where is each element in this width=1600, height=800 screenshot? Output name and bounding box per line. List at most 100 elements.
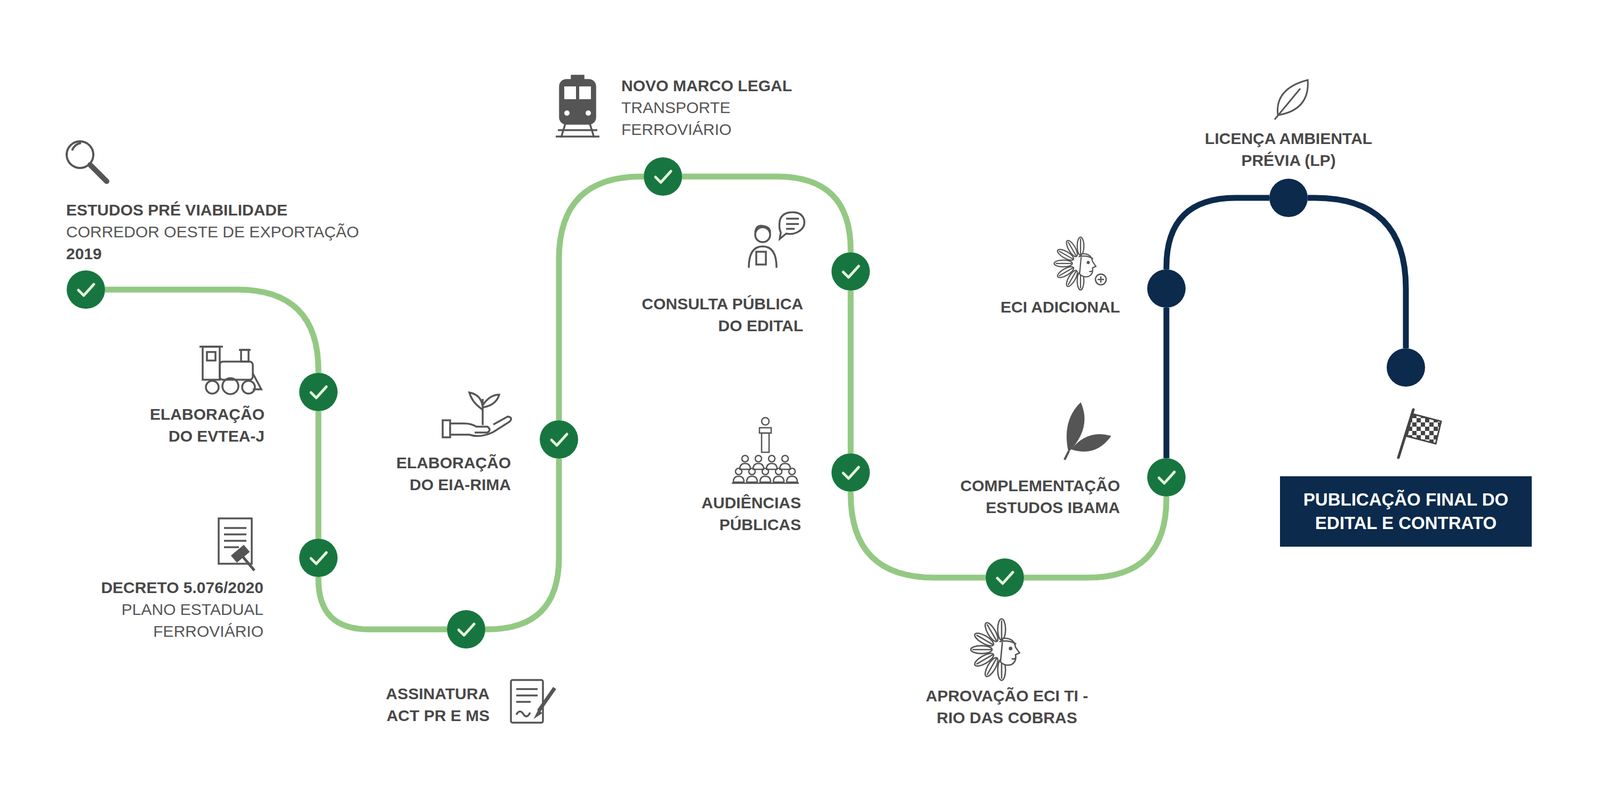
check-mark-stroke: [78, 284, 94, 296]
leaf-icon: [1274, 80, 1308, 120]
audience-icon-part: [759, 427, 772, 434]
milestone-node: LICENÇA AMBIENTAL PRÉVIA (LP): [1269, 178, 1308, 218]
steam-train-icon: [199, 346, 262, 395]
indigenous-head-plus-icon: [1054, 237, 1107, 291]
decree-document-icon-part: [224, 546, 239, 549]
decree-document-icon-part: [232, 546, 260, 576]
check-mark-stroke: [843, 467, 859, 479]
decree-document-icon-part: [224, 539, 247, 542]
milestone-detail: PLANO ESTADUAL FERROVIÁRIO: [108, 598, 264, 643]
milestone-node: COMPLEMENTAÇÃO ESTUDOS IBAMA: [1147, 458, 1186, 497]
magnifier-icon-part: [72, 142, 82, 151]
milestone-label: ELABORAÇÃO DO EIA-RIMA: [382, 451, 511, 496]
milestone-node: DECRETO 5.076/2020PLANO ESTADUAL FERROVI…: [299, 538, 338, 578]
speaker-icon-part: [748, 246, 777, 268]
steam-train-icon-part: [206, 352, 216, 361]
audience-icon-part: [786, 468, 798, 483]
milestone-label: CONSULTA PÚBLICA DO EDITAL: [629, 292, 804, 337]
leaves-icon: [1064, 403, 1111, 460]
train-front-icon-part: [564, 86, 576, 100]
audience-icon-part: [760, 468, 771, 483]
train-front-icon: [555, 75, 600, 138]
check-mark: [831, 453, 870, 492]
steam-train-icon-part: [222, 378, 239, 395]
contract-icon-part: [536, 710, 541, 717]
check-mark-stroke: [997, 572, 1013, 584]
speaker-icon-part: [779, 212, 805, 239]
timeline-track: [318, 577, 447, 630]
speaker-icon-part: [755, 225, 771, 233]
milestone-label: ASSINATURA ACT PR E MS: [366, 682, 490, 727]
indigenous-head-icon: [970, 618, 1020, 681]
decree-document-icon-part: [218, 518, 252, 564]
contract-icon-part: [516, 694, 538, 697]
magnifier-icon-part: [90, 164, 107, 182]
milestone-label: NOVO MARCO LEGALTRANSPORTE FERROVIÁRIO: [621, 74, 792, 141]
train-front-icon-part: [571, 75, 584, 80]
steam-train-icon-part: [241, 349, 249, 362]
decree-document-icon: [218, 518, 261, 576]
train-front-icon-part: [585, 110, 591, 116]
speaker-icon-part: [786, 222, 799, 226]
milestone-label: LICENÇA AMBIENTAL PRÉVIA (LP): [1199, 127, 1379, 172]
steam-train-icon-part: [219, 361, 253, 380]
audience-icon-part: [766, 455, 778, 470]
indigenous-head-plus-icon-part: [1095, 274, 1107, 285]
decree-document-icon-part: [224, 533, 247, 536]
goal-milestone: PUBLICAÇÃO FINAL DO EDITAL E CONTRATO: [1386, 348, 1426, 387]
check-mark-stroke: [458, 624, 475, 636]
speaker-icon-part: [755, 227, 771, 243]
milestone-title: ESTUDOS PRÉ VIABILIDADE: [66, 198, 359, 221]
contract-icon-part: [516, 700, 531, 703]
milestone-title: ECI ADICIONAL: [1000, 296, 1120, 318]
magnifier-icon: [66, 141, 107, 182]
contract-icon-part: [516, 711, 531, 717]
indigenous-head-plus-icon-part: [1100, 276, 1102, 283]
checkered-flag-icon-part: [1406, 413, 1442, 444]
steam-train-icon-part: [202, 346, 220, 380]
indigenous-head-icon-part: [970, 618, 1020, 681]
milestone-title: ELABORAÇÃO DO EIA-RIMA: [382, 451, 511, 496]
milestone-title: APROVAÇÃO ECI TI - RIO DAS COBRAS: [918, 684, 1095, 729]
indigenous-head-plus-icon-part: [1054, 237, 1096, 291]
contract-icon: [510, 680, 555, 723]
milestone-label: APROVAÇÃO ECI TI - RIO DAS COBRAS: [918, 684, 1095, 729]
check-mark-stroke: [1158, 472, 1175, 484]
milestone-label: DECRETO 5.076/2020PLANO ESTADUAL FERROVI…: [100, 576, 264, 643]
timeline-track: [682, 176, 851, 253]
check-mark-stroke: [310, 386, 327, 398]
timeline-track: [1163, 307, 1170, 459]
audience-icon-part: [753, 455, 764, 470]
timeline-track: [1166, 197, 1270, 270]
timeline-track: [105, 289, 319, 373]
milestone-title: LICENÇA AMBIENTAL PRÉVIA (LP): [1199, 127, 1379, 172]
milestone-label: COMPLEMENTAÇÃO ESTUDOS IBAMA: [949, 474, 1120, 519]
hand-plant-icon-part: [442, 420, 451, 438]
check-mark: [299, 538, 338, 578]
milestone-node: APROVAÇÃO ECI TI - RIO DAS COBRAS: [985, 558, 1024, 597]
steam-train-icon-part: [238, 348, 251, 351]
milestone-title: DECRETO 5.076/2020: [100, 576, 264, 599]
timeline-track: [848, 290, 854, 454]
check-mark: [1147, 458, 1186, 497]
milestone-node: CONSULTA PÚBLICA DO EDITAL: [831, 252, 870, 291]
goal-box: PUBLICAÇÃO FINAL DO EDITAL E CONTRATO: [1280, 476, 1532, 547]
contract-icon-part: [538, 688, 555, 711]
audience-icon-part: [733, 468, 744, 483]
check-mark: [831, 252, 870, 291]
speaker-icon-part: [786, 227, 795, 230]
timeline-track: [850, 491, 986, 578]
contract-icon-part: [510, 680, 543, 723]
check-mark: [985, 558, 1024, 597]
milestone-label: ESTUDOS PRÉ VIABILIDADECORREDOR OESTE DE…: [66, 198, 359, 265]
milestone-title: ELABORAÇÃO DO EVTEA-J: [136, 403, 265, 447]
steam-train-icon-part: [252, 373, 262, 390]
check-mark-stroke: [655, 171, 671, 183]
milestone-title: NOVO MARCO LEGAL: [621, 74, 792, 97]
steam-train-icon-part: [205, 380, 219, 394]
train-front-icon-part: [564, 110, 570, 116]
speaker-icon-part: [786, 217, 799, 220]
